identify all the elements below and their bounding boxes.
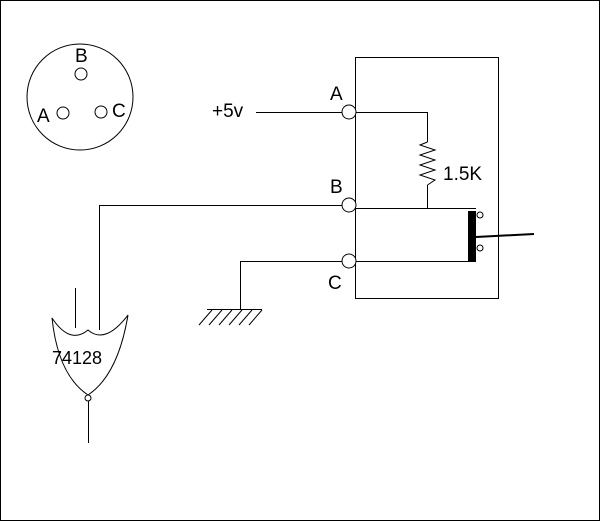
gate-part-number: 74128 (52, 348, 102, 368)
supply-line: +5v (212, 101, 342, 122)
ground-symbol (198, 261, 342, 326)
resistor-value-label: 1.5K (443, 164, 482, 185)
jack-pin-c (341, 253, 357, 269)
nor-gate-74128: 74128 (51, 288, 129, 443)
switch-plunger (475, 233, 535, 238)
jack-pin-b-label: B (330, 177, 343, 198)
jack-pin-b (341, 197, 357, 213)
jack-pin-a-label: A (330, 84, 343, 105)
pin-a-socket (56, 106, 70, 120)
pin-b-socket (74, 67, 88, 81)
jack-pin-c-label: C (328, 273, 342, 294)
gate-output-bubble (84, 394, 92, 402)
pin-b-to-gate-wire (99, 205, 342, 330)
supply-voltage-label: +5v (212, 101, 244, 122)
pin-c-socket (94, 105, 108, 119)
jack-pin-a (341, 104, 357, 120)
switch-bar (468, 211, 476, 261)
connector-pinout: B A C (26, 43, 134, 151)
connector-outline (26, 43, 134, 151)
pullup-resistor: 1.5K (418, 141, 482, 208)
jack-body (355, 57, 499, 299)
pin-a-label: A (37, 106, 50, 127)
pin-c-label: C (112, 101, 126, 122)
pin-b-label: B (75, 46, 88, 67)
switch-contact (468, 211, 535, 261)
gate-body (51, 314, 129, 396)
